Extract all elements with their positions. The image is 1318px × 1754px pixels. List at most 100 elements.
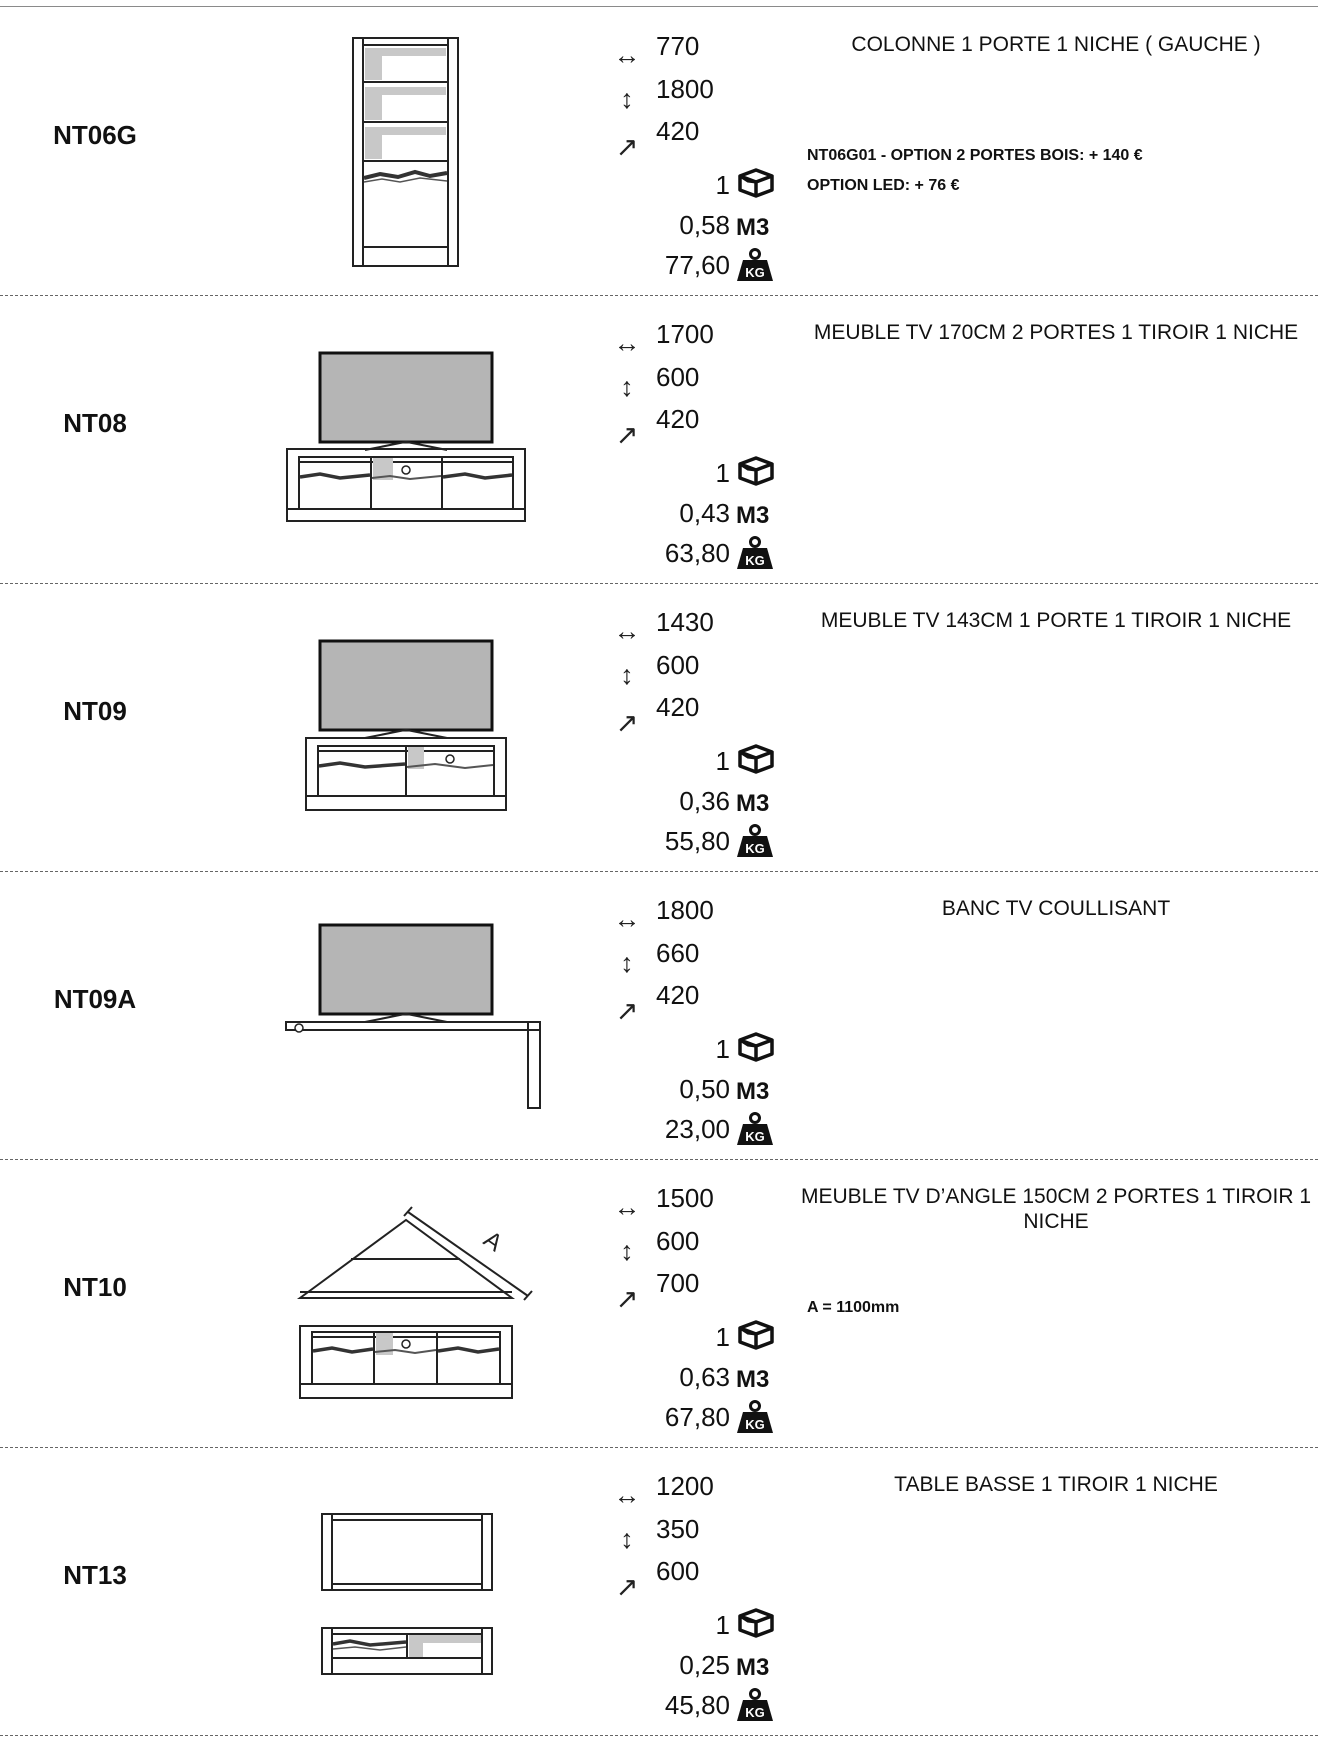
package-count: 1 (715, 1034, 730, 1064)
width-value: 1430 (656, 607, 714, 637)
volume-unit: M3 (736, 1366, 770, 1393)
height-arrow-icon: ↕ (620, 1236, 634, 1266)
width-value: 770 (656, 31, 700, 61)
product-row-nt06g: NT06G ↔ 770 ↕ 1800 ↗ 420 1 (0, 8, 1318, 296)
product-description: MEUBLE TV 143CM 1 PORTE 1 TIROIR 1 NICHE (820, 609, 1292, 632)
weight-unit: KG (745, 841, 765, 856)
package-box-icon (736, 168, 776, 198)
depth-arrow-icon: ↗ (615, 996, 639, 1026)
width-value: 1800 (656, 895, 714, 925)
depth-value: 600 (656, 1556, 700, 1586)
height-value: 660 (656, 938, 700, 968)
depth-value: 700 (656, 1268, 700, 1298)
width-arrow-icon: ↔ (613, 616, 641, 646)
product-row-nt09a: NT09A ↔ 1800 ↕ 660 ↗ 420 1 0,50 M3 23,00… (0, 872, 1318, 1160)
weight-unit: KG (745, 1417, 765, 1432)
package-count: 1 (715, 746, 730, 776)
volume-value: 0,36 (679, 786, 730, 816)
weight-kg-icon: KG (736, 1112, 774, 1146)
corner-tv-cabinet-drawing: A (270, 1160, 560, 1448)
depth-arrow-icon: ↗ (615, 420, 639, 450)
depth-arrow-icon: ↗ (615, 1284, 639, 1314)
column-cabinet-drawing (270, 8, 560, 296)
depth-arrow-icon: ↗ (615, 708, 639, 738)
height-value: 600 (656, 650, 700, 680)
package-box-icon (736, 1032, 776, 1062)
height-arrow-icon: ↕ (620, 84, 634, 114)
depth-value: 420 (656, 980, 700, 1010)
row-divider (0, 1735, 1318, 1736)
product-row-nt09: NT09 ↔ 1430 ↕ 600 ↗ 420 1 0,36 M3 5 (0, 584, 1318, 872)
row-divider (0, 295, 1318, 296)
weight-unit: KG (745, 553, 765, 568)
package-box-icon (736, 744, 776, 774)
volume-value: 0,50 (679, 1074, 730, 1104)
height-arrow-icon: ↕ (620, 660, 634, 690)
width-arrow-icon: ↔ (613, 1192, 641, 1222)
product-row-nt13: NT13 ↔ 1200 ↕ 350 ↗ 600 (0, 1448, 1318, 1736)
product-row-nt08: NT08 ↔ 1700 ↕ 600 ↗ 420 1 0 (0, 296, 1318, 584)
depth-value: 420 (656, 116, 700, 146)
volume-unit: M3 (736, 790, 770, 817)
width-arrow-icon: ↔ (613, 328, 641, 358)
row-divider (0, 583, 1318, 584)
weight-kg-icon: KG (736, 1688, 774, 1722)
row-divider (0, 1159, 1318, 1160)
height-arrow-icon: ↕ (620, 372, 634, 402)
weight-value: 45,80 (664, 1690, 730, 1720)
weight-unit: KG (745, 1129, 765, 1144)
weight-value: 77,60 (664, 250, 730, 280)
product-note: NT06G01 - OPTION 2 PORTES BOIS: + 140 € (807, 147, 1143, 164)
width-value: 1700 (656, 319, 714, 349)
package-count: 1 (715, 1322, 730, 1352)
height-arrow-icon: ↕ (620, 1524, 634, 1554)
tv-cabinet-drawing (270, 296, 560, 584)
sliding-tv-bench-drawing (270, 872, 560, 1160)
volume-value: 0,43 (679, 498, 730, 528)
product-description: COLONNE 1 PORTE 1 NICHE ( GAUCHE ) (851, 33, 1261, 56)
weight-kg-icon: KG (736, 824, 774, 858)
package-box-icon (736, 1608, 776, 1638)
weight-value: 23,00 (664, 1114, 730, 1144)
weight-kg-icon: KG (736, 536, 774, 570)
weight-value: 67,80 (664, 1402, 730, 1432)
weight-kg-icon: KG (736, 1400, 774, 1434)
volume-value: 0,58 (679, 210, 730, 240)
product-note: A = 1100mm (807, 1299, 900, 1316)
weight-kg-icon: KG (736, 248, 774, 282)
weight-value: 55,80 (664, 826, 730, 856)
weight-unit: KG (745, 1705, 765, 1720)
product-description: MEUBLE TV 170CM 2 PORTES 1 TIROIR 1 NICH… (813, 321, 1299, 344)
height-arrow-icon: ↕ (620, 948, 634, 978)
product-row-nt10: NT10 A (0, 1160, 1318, 1448)
package-count: 1 (715, 1610, 730, 1640)
width-arrow-icon: ↔ (613, 40, 641, 70)
weight-value: 63,80 (664, 538, 730, 568)
volume-unit: M3 (736, 1654, 770, 1681)
product-note: OPTION LED: + 76 € (807, 177, 960, 194)
volume-unit: M3 (736, 1078, 770, 1105)
weight-unit: KG (745, 265, 765, 280)
volume-unit: M3 (736, 214, 770, 241)
package-box-icon (736, 1320, 776, 1350)
height-value: 350 (656, 1514, 700, 1544)
depth-value: 420 (656, 692, 700, 722)
product-code: NT06G (53, 120, 137, 150)
depth-value: 420 (656, 404, 700, 434)
volume-value: 0,25 (679, 1650, 730, 1680)
width-arrow-icon: ↔ (613, 1480, 641, 1510)
height-value: 600 (656, 362, 700, 392)
volume-value: 0,63 (679, 1362, 730, 1392)
product-code: NT10 (63, 1272, 127, 1302)
product-code: NT09 (63, 696, 127, 726)
row-divider (0, 1447, 1318, 1448)
coffee-table-drawing (270, 1448, 560, 1736)
product-code: NT08 (63, 408, 127, 438)
top-rule (0, 6, 1318, 7)
depth-arrow-icon: ↗ (615, 1572, 639, 1602)
package-box-icon (736, 456, 776, 486)
product-description: BANC TV COULLISANT (941, 897, 1171, 920)
depth-arrow-icon: ↗ (615, 132, 639, 162)
width-value: 1500 (656, 1183, 714, 1213)
tv-cabinet-drawing (270, 584, 560, 872)
